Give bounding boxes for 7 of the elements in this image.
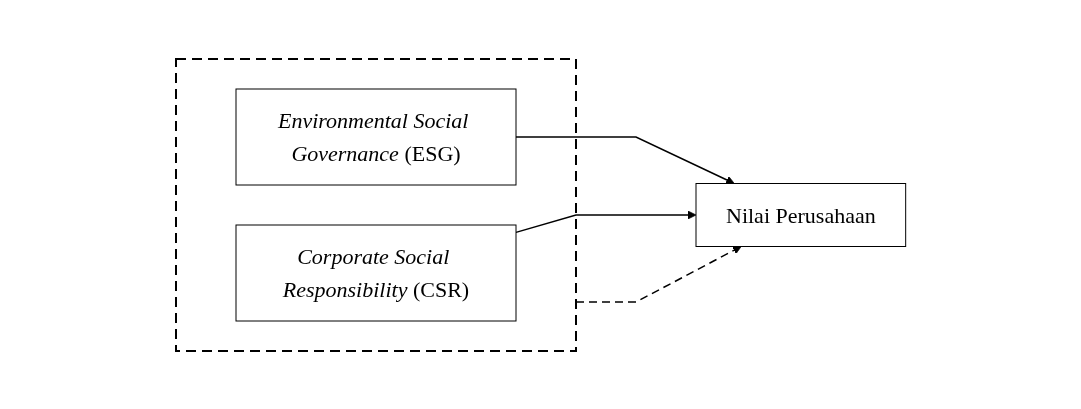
arrow (514, 135, 735, 184)
node-box: Nilai Perusahaan (695, 182, 906, 247)
cluster (174, 57, 577, 352)
arrow (514, 210, 697, 233)
node-box: Environmental Social Governance (ESG) (235, 88, 517, 185)
node-box: Corporate Social Responsibility (CSR) (235, 224, 517, 321)
arrow (574, 245, 742, 303)
